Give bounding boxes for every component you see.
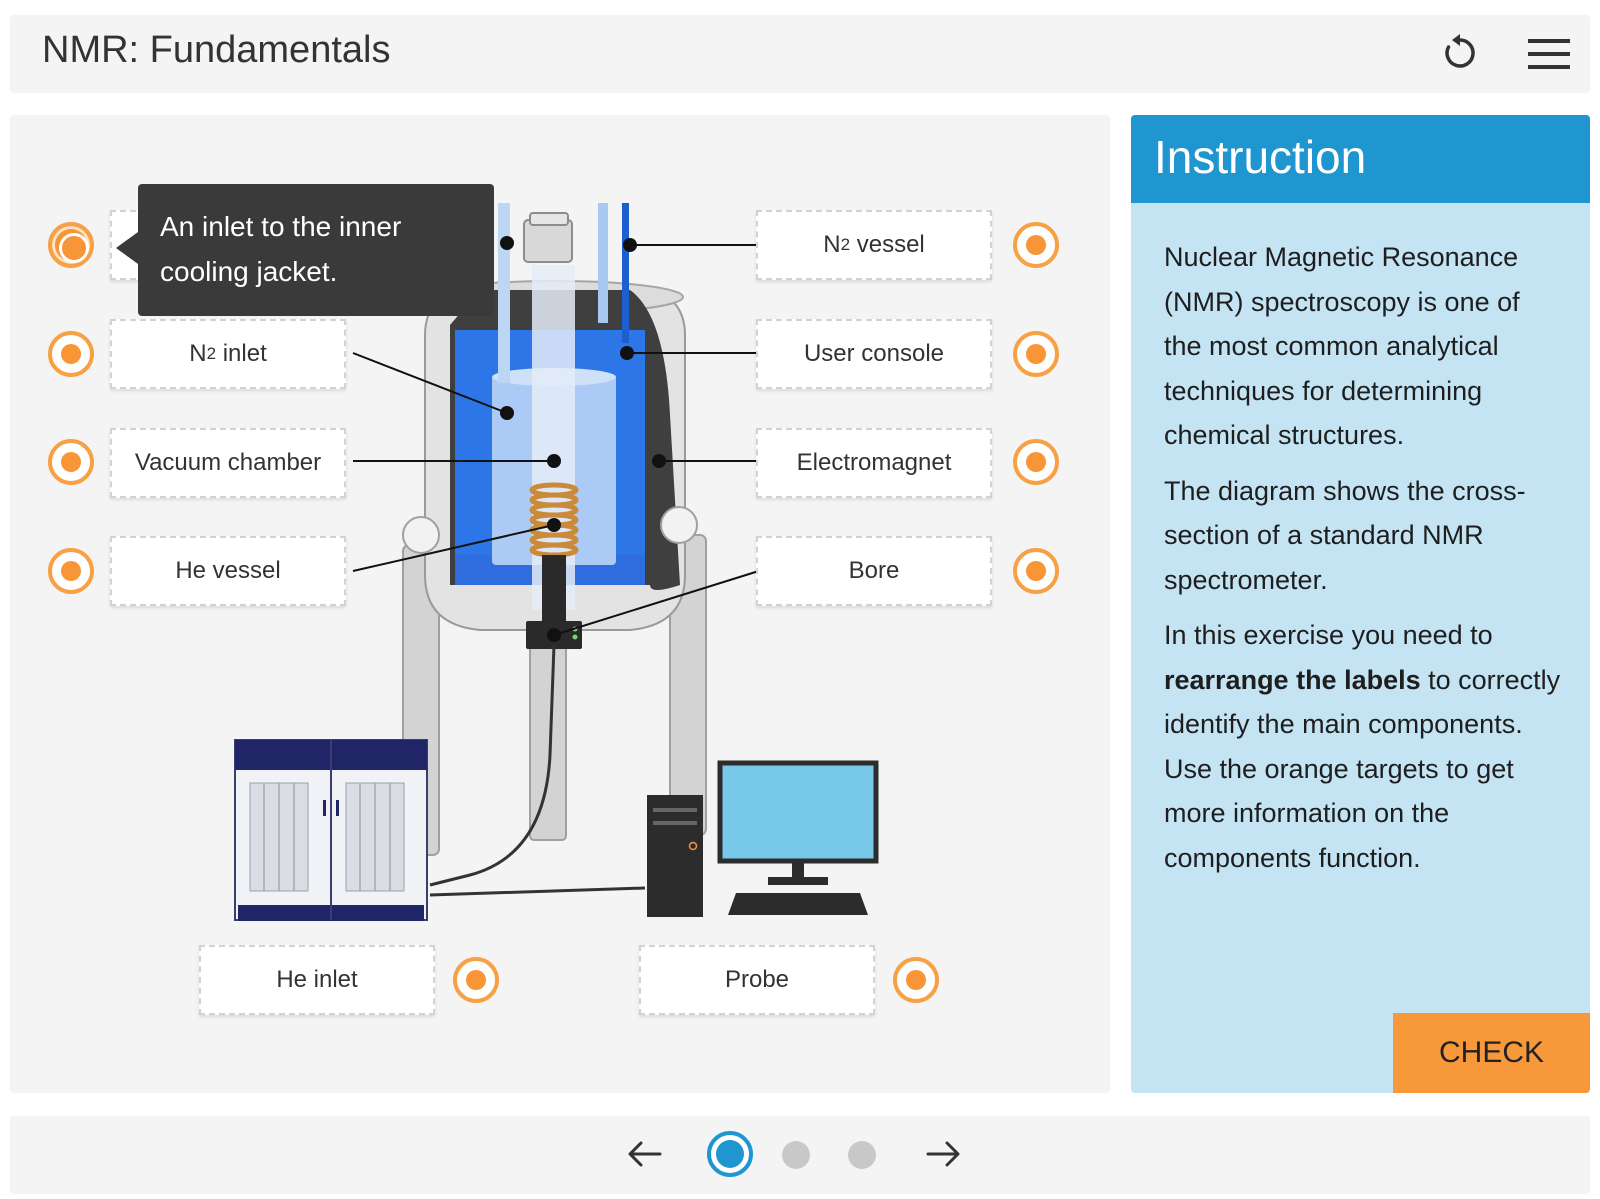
label-n2-vessel-suffix: vessel [850, 231, 925, 258]
instruction-header: Instruction [1131, 115, 1590, 203]
label-n2-inlet-suffix: inlet [216, 340, 267, 367]
target-electromagnet[interactable] [1013, 439, 1059, 485]
menu-button[interactable] [1526, 35, 1572, 73]
instruction-paragraph-2: The diagram shows the cross-section of a… [1164, 475, 1526, 595]
target-n2-vessel[interactable] [1013, 222, 1059, 268]
label-n2-vessel-prefix: N [823, 231, 841, 258]
instruction-paragraph-3-bold: rearrange the labels [1164, 664, 1421, 695]
label-he-inlet[interactable]: He inlet [199, 945, 435, 1015]
target-he-inlet[interactable] [453, 957, 499, 1003]
label-he-vessel[interactable]: He vessel [110, 536, 346, 606]
label-user-console[interactable]: User console [756, 319, 992, 389]
instruction-panel: Instruction Nuclear Magnetic Resonance (… [1131, 115, 1590, 1093]
label-n2-vessel-sub: 2 [840, 235, 851, 254]
reset-button[interactable] [1440, 33, 1480, 73]
page-dot-1[interactable] [707, 1131, 753, 1177]
instruction-title: Instruction [1154, 131, 1367, 183]
target-n2-inlet[interactable] [48, 331, 94, 377]
label-vacuum-chamber[interactable]: Vacuum chamber [110, 428, 346, 498]
pagination-bar [10, 1116, 1590, 1194]
arrow-right-icon [926, 1141, 960, 1167]
label-n2-inlet-prefix: N [189, 340, 207, 367]
info-tooltip: An inlet to the inner cooling jacket. [116, 184, 494, 316]
hamburger-menu-icon [1528, 39, 1570, 69]
instruction-paragraph-3-end: to correctly identify the main component… [1164, 664, 1561, 873]
app-title: NMR: Fundamentals [42, 29, 391, 71]
check-button[interactable]: CHECK [1393, 1013, 1590, 1093]
target-probe[interactable] [893, 957, 939, 1003]
target-he-vessel[interactable] [48, 548, 94, 594]
page-dot-3[interactable] [848, 1141, 876, 1169]
instruction-paragraph-3-start: In this exercise you need to [1164, 620, 1493, 650]
prev-page-button[interactable] [625, 1136, 665, 1172]
instruction-paragraph-1: Nuclear Magnetic Resonance (NMR) spectro… [1164, 242, 1520, 450]
page-dot-1-fill [716, 1140, 744, 1168]
label-probe[interactable]: Probe [639, 945, 875, 1015]
target-he-entry[interactable] [48, 222, 94, 268]
label-bore[interactable]: Bore [756, 536, 992, 606]
arrow-left-icon [628, 1141, 662, 1167]
instruction-body: Nuclear Magnetic Resonance (NMR) spectro… [1164, 235, 1564, 891]
instruction-paragraph-3: In this exercise you need to rearrange t… [1164, 613, 1564, 880]
target-bore[interactable] [1013, 548, 1059, 594]
nmr-spectrometer-diagram [234, 203, 879, 921]
reset-icon [1445, 34, 1475, 68]
label-electromagnet[interactable]: Electromagnet [756, 428, 992, 498]
top-bar: NMR: Fundamentals [10, 15, 1590, 93]
target-user-console[interactable] [1013, 331, 1059, 377]
page-dot-2[interactable] [782, 1141, 810, 1169]
target-vacuum-chamber[interactable] [48, 439, 94, 485]
next-page-button[interactable] [923, 1136, 963, 1172]
label-n2-inlet-sub: 2 [206, 344, 217, 363]
